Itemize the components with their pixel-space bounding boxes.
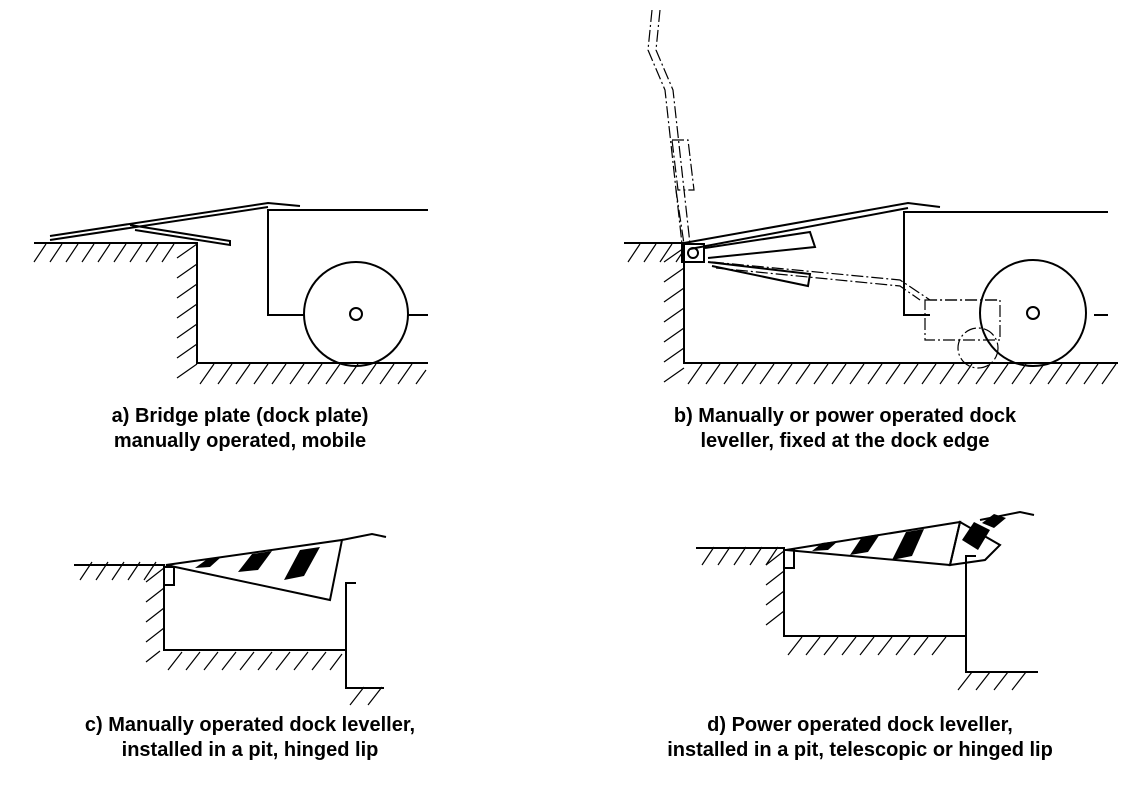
vehicle-wheel	[979, 259, 1087, 367]
diagram-d-pit-leveller-telescopic	[696, 510, 1038, 691]
hydraulic-cylinders	[704, 230, 817, 288]
caption-c-line1: c) Manually operated dock leveller,	[84, 714, 416, 736]
vehicle-body	[267, 209, 428, 316]
pit-back-wall	[965, 555, 976, 636]
caption-a: a) Bridge plate (dock plate) manually op…	[60, 404, 420, 454]
caption-b: b) Manually or power operated dock level…	[640, 404, 1050, 454]
pit-outline	[74, 564, 384, 689]
caption-b-line1: b) Manually or power operated dock	[673, 405, 1017, 427]
hinge-bracket	[783, 549, 795, 569]
wheel-hub	[349, 307, 363, 321]
caption-d-line1: d) Power operated dock leveller,	[707, 714, 1013, 736]
ground-hatching	[79, 561, 383, 706]
dock-floor	[624, 242, 1118, 364]
bridge-plate	[49, 201, 301, 247]
caption-c: c) Manually operated dock leveller, inst…	[60, 713, 440, 763]
pit-back-wall	[345, 582, 356, 650]
vehicle-body	[903, 211, 1108, 316]
caption-a-line2: manually operated, mobile	[113, 430, 367, 452]
caption-d: d) Power operated dock leveller, install…	[650, 713, 1070, 763]
caption-a-line1: a) Bridge plate (dock plate)	[111, 405, 369, 427]
caption-c-line2: installed in a pit, hinged lip	[121, 739, 379, 761]
ground-hatching	[33, 243, 427, 385]
pit-outline	[696, 547, 1038, 673]
dock-floor	[34, 242, 428, 364]
raised-position-outline	[647, 9, 1001, 369]
caption-d-line2: installed in a pit, telescopic or hinged…	[667, 739, 1053, 761]
wheel-hub	[1026, 306, 1040, 320]
leveller-deck	[165, 532, 387, 602]
hinge-bracket	[163, 566, 175, 586]
caption-b-line2: leveller, fixed at the dock edge	[700, 430, 990, 452]
vehicle-wheel	[303, 261, 409, 367]
ground-hatching	[627, 243, 1117, 385]
diagram-b-edge-leveller	[624, 9, 1118, 385]
leveller-deck	[785, 510, 1035, 567]
diagram-a-bridge-plate	[33, 201, 428, 385]
ground-hatching	[701, 546, 1027, 691]
leveller-platform	[681, 201, 941, 263]
diagram-c-pit-leveller-hinged	[74, 532, 387, 706]
